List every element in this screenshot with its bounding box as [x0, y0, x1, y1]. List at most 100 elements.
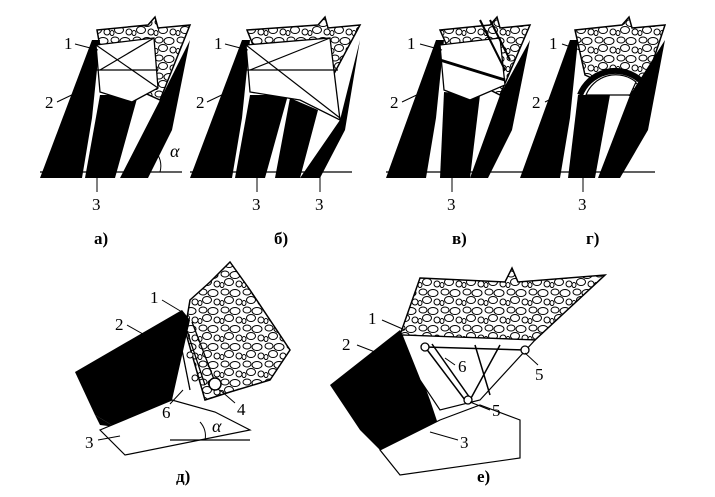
pivot-small	[186, 351, 194, 359]
label-3b: 3	[315, 195, 324, 214]
label-6: 6	[458, 357, 467, 376]
support-leg	[184, 324, 206, 386]
coal-block-mid	[440, 92, 480, 178]
label-5: 5	[535, 365, 544, 384]
support-leg	[469, 344, 501, 401]
caption-g: г)	[586, 229, 599, 248]
pivot	[520, 345, 530, 355]
leader	[561, 43, 581, 51]
pivot	[420, 342, 430, 352]
label-3: 3	[85, 433, 94, 452]
pivot	[208, 377, 222, 391]
label-1: 1	[549, 34, 558, 53]
label-1: 1	[64, 34, 73, 53]
leader	[544, 91, 566, 103]
coal-block-mid	[235, 95, 288, 178]
panel-v: 1 2 3 в)	[386, 15, 532, 248]
label-2: 2	[532, 93, 541, 112]
pivot-small	[191, 374, 199, 382]
support-leg	[191, 321, 216, 383]
coal-seam	[75, 310, 190, 430]
caption-b: б)	[274, 229, 288, 248]
roadway	[379, 404, 521, 476]
leader	[169, 389, 184, 405]
angle-arc	[153, 149, 162, 173]
working-space	[401, 334, 537, 411]
leader	[206, 91, 229, 103]
coal-block-right	[598, 40, 665, 178]
support-line	[245, 44, 341, 119]
leader	[524, 352, 539, 366]
leader	[444, 357, 456, 366]
coal-seam-left	[40, 40, 100, 178]
coal-block-mid	[568, 95, 610, 178]
leader	[97, 435, 121, 441]
support-line	[95, 44, 159, 89]
rubble-zone	[184, 260, 291, 401]
caption-e: е)	[477, 467, 490, 486]
coal-block-right	[470, 40, 530, 178]
label-1: 1	[368, 309, 377, 328]
panel-e: 1 2 6 5 5 3 е)	[330, 266, 608, 486]
label-2: 2	[390, 93, 399, 112]
coal-block-left	[85, 95, 138, 178]
leader	[429, 431, 459, 441]
label-6: 6	[162, 403, 171, 422]
rubble-zone	[398, 266, 608, 341]
leader	[219, 389, 236, 404]
panel-a: 1 2 3 α а)	[40, 15, 192, 248]
leader	[356, 344, 376, 353]
label-2: 2	[45, 93, 54, 112]
angle-alpha: α	[170, 141, 180, 161]
roadway	[98, 399, 252, 456]
label-3: 3	[92, 195, 101, 214]
label-5b: 5	[492, 401, 501, 420]
label-3: 3	[447, 195, 456, 214]
panel-g: 1 2 3 г)	[520, 15, 667, 248]
support-leg	[474, 344, 491, 396]
coal-seam-left	[190, 40, 250, 178]
label-3: 3	[578, 195, 587, 214]
coal-seam-left	[520, 40, 578, 178]
caption-v: в)	[452, 229, 467, 248]
label-2: 2	[115, 315, 124, 334]
label-2: 2	[196, 93, 205, 112]
label-3: 3	[252, 195, 261, 214]
label-1: 1	[150, 288, 159, 307]
leader	[419, 43, 443, 51]
support-leg	[431, 343, 471, 399]
leader	[224, 43, 249, 51]
angle-alpha: α	[212, 416, 222, 436]
coal-seam-left	[386, 40, 444, 178]
leader	[401, 91, 424, 103]
support-line	[99, 37, 155, 71]
coal-block-right	[300, 40, 360, 178]
support-line	[249, 37, 331, 71]
coal-block-mid2	[275, 98, 318, 178]
arch-inner	[585, 74, 637, 96]
support-beam	[439, 58, 506, 82]
leader	[161, 299, 183, 313]
label-3: 3	[460, 433, 469, 452]
support-beam	[479, 19, 506, 71]
leader	[381, 319, 406, 331]
panel-d: 1 2 6 4 3 α д)	[75, 260, 291, 486]
label-4: 4	[237, 400, 246, 419]
support-beam	[489, 19, 511, 61]
label-1: 1	[407, 34, 416, 53]
caption-a: а)	[94, 229, 108, 248]
panel-b: 1 2 3 3 б)	[190, 15, 362, 248]
label-1: 1	[214, 34, 223, 53]
leader	[74, 43, 99, 51]
leader	[469, 401, 491, 411]
caption-d: д)	[176, 467, 190, 486]
support-leg	[177, 329, 191, 391]
label-2: 2	[342, 335, 351, 354]
leader	[56, 91, 79, 103]
angle-arc	[199, 421, 206, 441]
support-leg	[424, 346, 466, 401]
leader	[126, 324, 151, 339]
support-beam	[424, 346, 526, 351]
